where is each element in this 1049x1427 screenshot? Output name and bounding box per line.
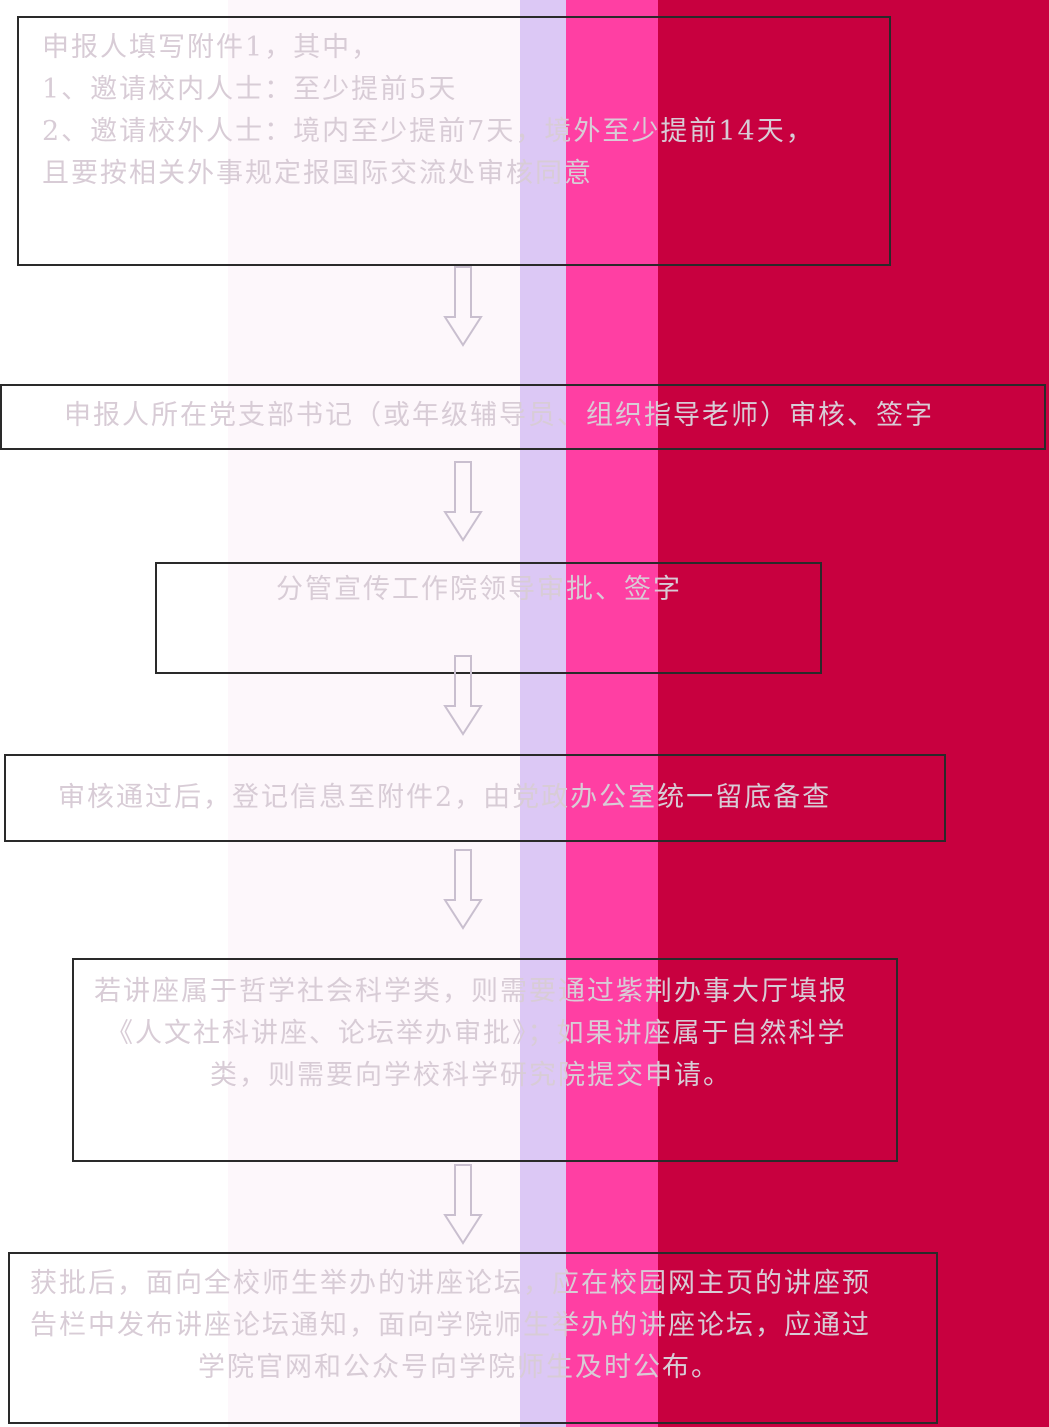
step-6-line-2: 告栏中发布讲座论坛通知，面向学院师生举办的讲座论坛，应通过 bbox=[30, 1310, 871, 1341]
down-arrow-icon bbox=[443, 1164, 483, 1245]
step-1-line-2: 1、邀请校内人士：至少提前5天 bbox=[42, 74, 458, 105]
background-band bbox=[566, 0, 658, 1427]
step-1-box bbox=[17, 16, 891, 266]
step-6-box bbox=[8, 1252, 938, 1424]
step-5-line-3: 类，则需要向学校科学研究院提交申请。 bbox=[210, 1060, 732, 1091]
step-6-line-1: 获批后，面向全校师生举办的讲座论坛，应在校园网主页的讲座预 bbox=[30, 1268, 871, 1299]
down-arrow-icon bbox=[443, 266, 483, 347]
step-6-line-3: 学院官网和公众号向学院师生及时公布。 bbox=[198, 1352, 720, 1383]
background-band bbox=[520, 0, 566, 1427]
step-5-line-1: 若讲座属于哲学社会科学类，则需要通过紫荆办事大厅填报 bbox=[94, 976, 848, 1007]
step-3-text: 分管宣传工作院领导审批、签字 bbox=[276, 574, 682, 605]
step-1-line-3: 2、邀请校外人士：境内至少提前7天，境外至少提前14天， bbox=[42, 116, 815, 147]
step-5-box bbox=[72, 958, 898, 1162]
step-3-box bbox=[155, 562, 822, 674]
down-arrow-icon bbox=[443, 461, 483, 542]
background-band bbox=[658, 0, 1049, 1427]
step-4-text: 审核通过后，登记信息至附件2，由党政办公室统一留底备查 bbox=[58, 782, 832, 813]
step-1-line-4: 且要按相关外事规定报国际交流处审核同意 bbox=[42, 158, 593, 189]
down-arrow-icon bbox=[443, 655, 483, 736]
step-2-text: 申报人所在党支部书记（或年级辅导员、组织指导老师）审核、签字 bbox=[64, 400, 934, 431]
step-1-line-1: 申报人填写附件1，其中， bbox=[42, 32, 381, 63]
step-5-line-2: 《人文社科讲座、论坛举办审批》；如果讲座属于自然科学 bbox=[106, 1018, 847, 1049]
step-4-box bbox=[4, 754, 946, 842]
down-arrow-icon bbox=[443, 849, 483, 930]
background-band bbox=[0, 0, 228, 1427]
step-2-box bbox=[0, 384, 1046, 450]
